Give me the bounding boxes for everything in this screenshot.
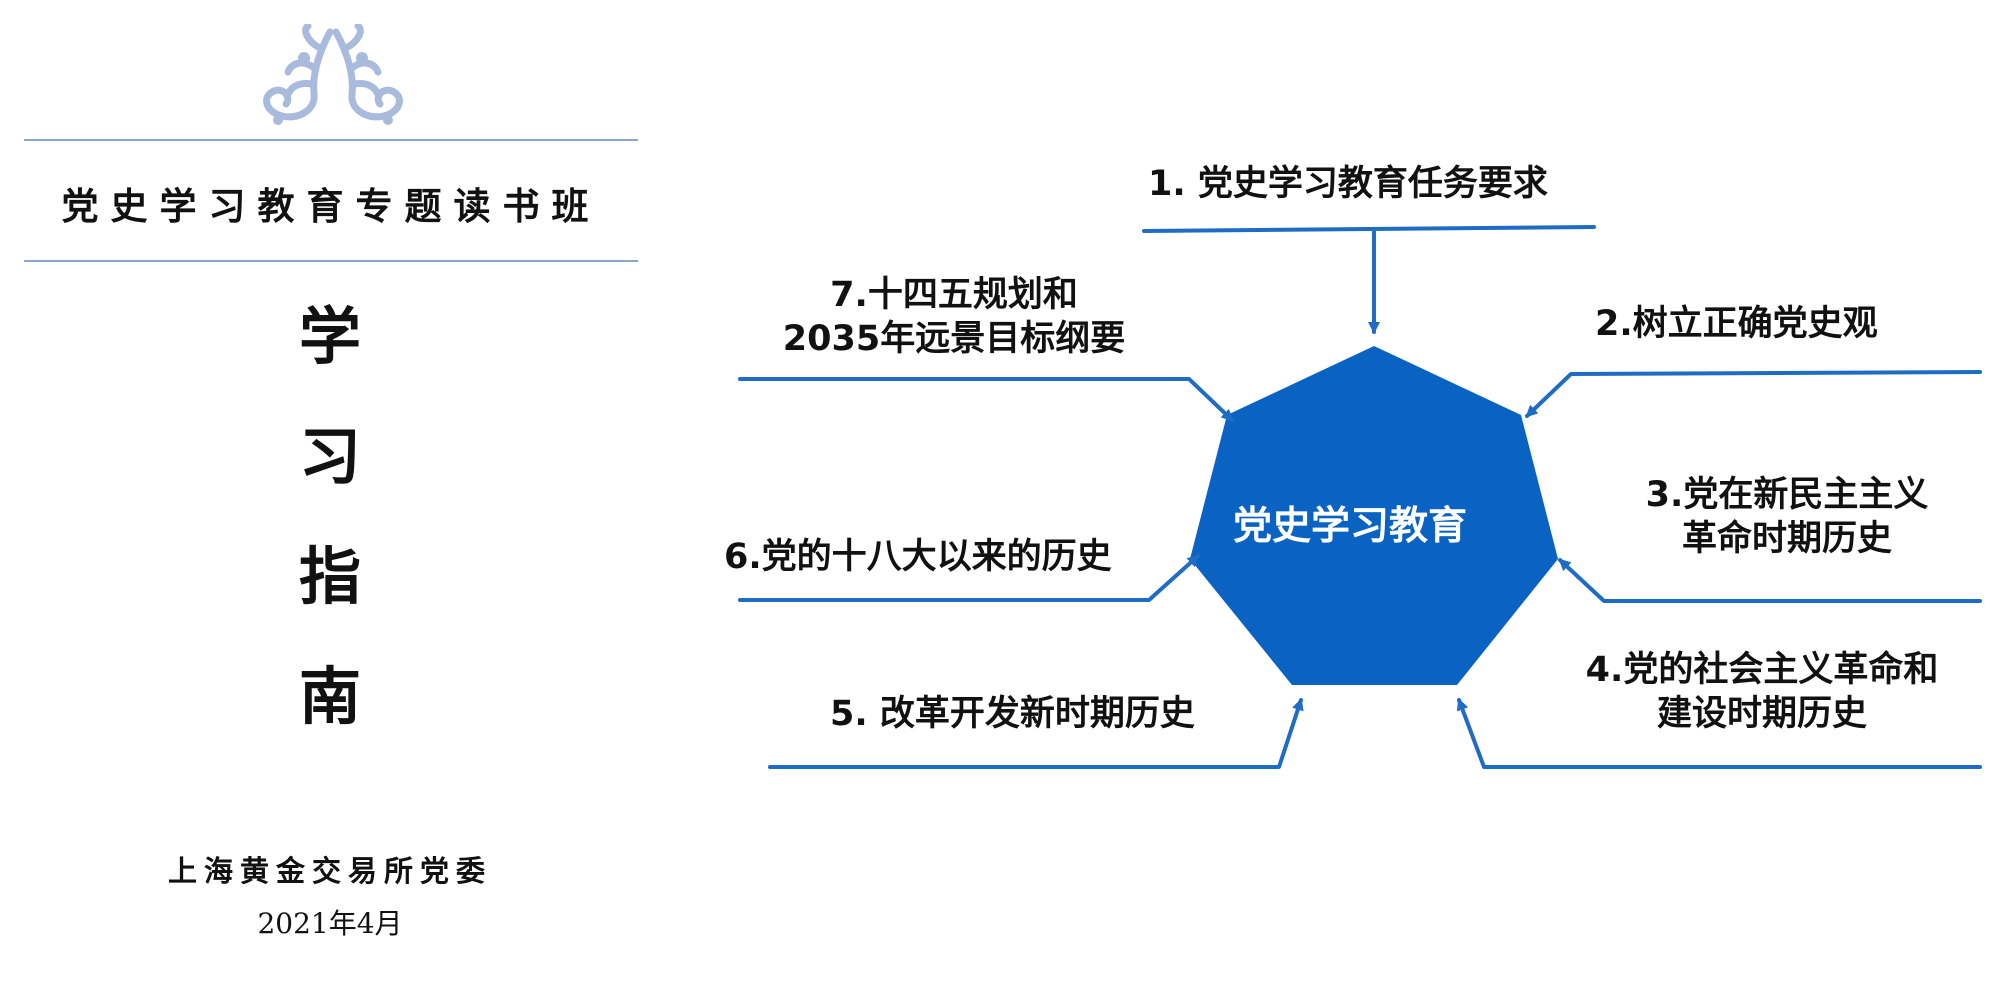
- organization-name: 上海黄金交易所党委: [167, 854, 492, 888]
- diagram-graphics: [738, 225, 1982, 769]
- main-title-char: 习: [298, 420, 361, 493]
- cover-panel: 党史学习教育专题读书班 学 习 指 南 上海黄金交易所党委 2021年4月: [0, 0, 660, 995]
- topic-3-text-line-1: 党在新民主主义: [1683, 475, 1929, 515]
- publish-date: 2021年4月: [257, 907, 403, 940]
- topic-5-text: 改革开发新时期历史: [879, 694, 1195, 734]
- center-label: 党史学习教育: [1232, 504, 1467, 549]
- topic-diagram: 党史学习教育 1. 党史学习教育任务要求 2.树立正确党史观 3.党在新民主主义…: [660, 0, 1997, 995]
- topic-6-number: 6.: [724, 537, 762, 577]
- connector-2: [1525, 370, 1982, 418]
- main-title: 学 习 指 南: [270, 292, 390, 772]
- topic-5-number: 5.: [830, 694, 868, 734]
- topic-6-text: 党的十八大以来的历史: [761, 537, 1112, 577]
- topic-4-label: 4.党的社会主义革命和 建设时期历史: [1572, 648, 1952, 736]
- connector-7: [738, 377, 1234, 422]
- connector-5: [768, 698, 1304, 769]
- main-title-char: 南: [298, 660, 361, 733]
- topic-2-number: 2.: [1595, 304, 1633, 344]
- topic-1-number: 1.: [1148, 164, 1186, 204]
- topic-7-number: 7.: [830, 275, 868, 315]
- topic-4-text-line-2: 建设时期历史: [1656, 694, 1867, 734]
- floral-ornament-icon: [263, 24, 403, 125]
- topic-5-label: 5. 改革开发新时期历史: [830, 692, 1195, 736]
- topic-7-text-line-2: 2035年远景目标纲要: [782, 319, 1126, 359]
- connector-6: [738, 554, 1200, 602]
- topic-4-number: 4.: [1585, 650, 1624, 690]
- topic-3-number: 3.: [1645, 475, 1684, 515]
- topic-3-text-line-2: 革命时期历史: [1681, 519, 1892, 559]
- topic-1-label: 1. 党史学习教育任务要求: [1148, 162, 1548, 206]
- topic-1-text: 党史学习教育任务要求: [1197, 164, 1548, 204]
- topic-2-label: 2.树立正确党史观: [1595, 302, 1878, 346]
- main-title-char: 指: [298, 540, 361, 613]
- connector-1: [1142, 225, 1596, 332]
- topic-3-label: 3.党在新民主主义 革命时期历史: [1637, 473, 1937, 561]
- topic-4-text-line-1: 党的社会主义革命和: [1623, 650, 1939, 690]
- center-heptagon: [1190, 346, 1558, 685]
- connector-4: [1456, 698, 1982, 769]
- topic-7-text-line-1: 十四五规划和: [867, 275, 1078, 315]
- top-divider: [24, 139, 638, 141]
- connector-3: [1558, 558, 1982, 603]
- topic-6-label: 6.党的十八大以来的历史: [724, 535, 1112, 579]
- series-title: 党史学习教育专题读书班: [61, 184, 601, 228]
- bottom-divider: [24, 260, 638, 262]
- topic-7-label: 7.十四五规划和 2035年远景目标纲要: [764, 273, 1144, 361]
- topic-2-text: 树立正确党史观: [1632, 304, 1878, 344]
- main-title-char: 学: [298, 300, 361, 373]
